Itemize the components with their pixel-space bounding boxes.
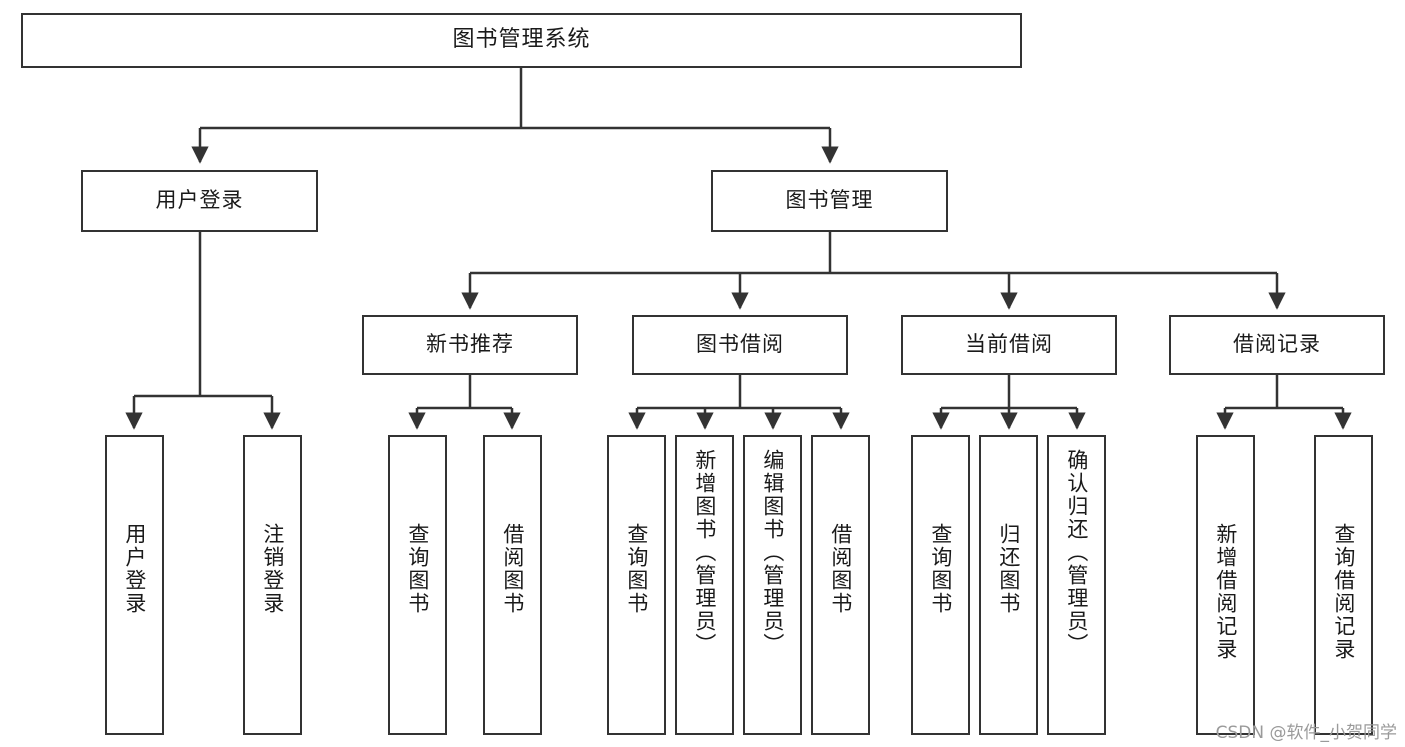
node-group-book-borrow[interactable]: 图书借阅 <box>632 315 848 375</box>
node-leaf-add-book-admin[interactable]: 新增图书（管理员） <box>675 435 734 735</box>
node-label: 新增图书（管理员） <box>692 449 717 656</box>
node-label: 图书借阅 <box>696 332 784 357</box>
node-leaf-confirm-return-admin[interactable]: 确认归还（管理员） <box>1047 435 1106 735</box>
node-label: 图书管理 <box>785 188 874 213</box>
node-label: 当前借阅 <box>965 332 1053 357</box>
node-label: 归还图书 <box>996 523 1021 615</box>
node-leaf-query-book-current[interactable]: 查询图书 <box>911 435 970 735</box>
node-leaf-user-login[interactable]: 用户登录 <box>105 435 164 735</box>
node-label: 查询图书 <box>624 523 649 615</box>
node-leaf-return-book[interactable]: 归还图书 <box>979 435 1038 735</box>
node-group-new-book-recommend[interactable]: 新书推荐 <box>362 315 578 375</box>
node-label: 查询借阅记录 <box>1331 523 1356 661</box>
node-label: 用户登录 <box>155 188 244 213</box>
node-leaf-borrow-book-recommend[interactable]: 借阅图书 <box>483 435 542 735</box>
node-label: 注销登录 <box>260 523 285 615</box>
node-leaf-borrow-book[interactable]: 借阅图书 <box>811 435 870 735</box>
node-label: 新增借阅记录 <box>1213 523 1238 661</box>
node-group-current-borrow[interactable]: 当前借阅 <box>901 315 1117 375</box>
node-label: 借阅记录 <box>1233 332 1321 357</box>
node-label: 用户登录 <box>122 523 147 615</box>
node-branch-book-manage[interactable]: 图书管理 <box>711 170 948 232</box>
node-root-system[interactable]: 图书管理系统 <box>21 13 1022 68</box>
node-label: 新书推荐 <box>426 332 514 357</box>
node-label: 编辑图书（管理员） <box>760 449 785 656</box>
node-group-borrow-record[interactable]: 借阅记录 <box>1169 315 1385 375</box>
watermark-text: CSDN @软件_小贺同学 <box>1215 723 1397 743</box>
node-leaf-logout[interactable]: 注销登录 <box>243 435 302 735</box>
node-branch-user-login[interactable]: 用户登录 <box>81 170 318 232</box>
node-leaf-query-book-recommend[interactable]: 查询图书 <box>388 435 447 735</box>
node-label: 确认归还（管理员） <box>1064 449 1089 656</box>
node-label: 借阅图书 <box>828 523 853 615</box>
node-label: 图书管理系统 <box>452 27 591 53</box>
node-leaf-query-borrow-record[interactable]: 查询借阅记录 <box>1314 435 1373 735</box>
node-label: 查询图书 <box>405 523 430 615</box>
node-label: 借阅图书 <box>500 523 525 615</box>
node-label: 查询图书 <box>928 523 953 615</box>
node-leaf-edit-book-admin[interactable]: 编辑图书（管理员） <box>743 435 802 735</box>
node-leaf-add-borrow-record[interactable]: 新增借阅记录 <box>1196 435 1255 735</box>
node-leaf-query-book-borrow[interactable]: 查询图书 <box>607 435 666 735</box>
